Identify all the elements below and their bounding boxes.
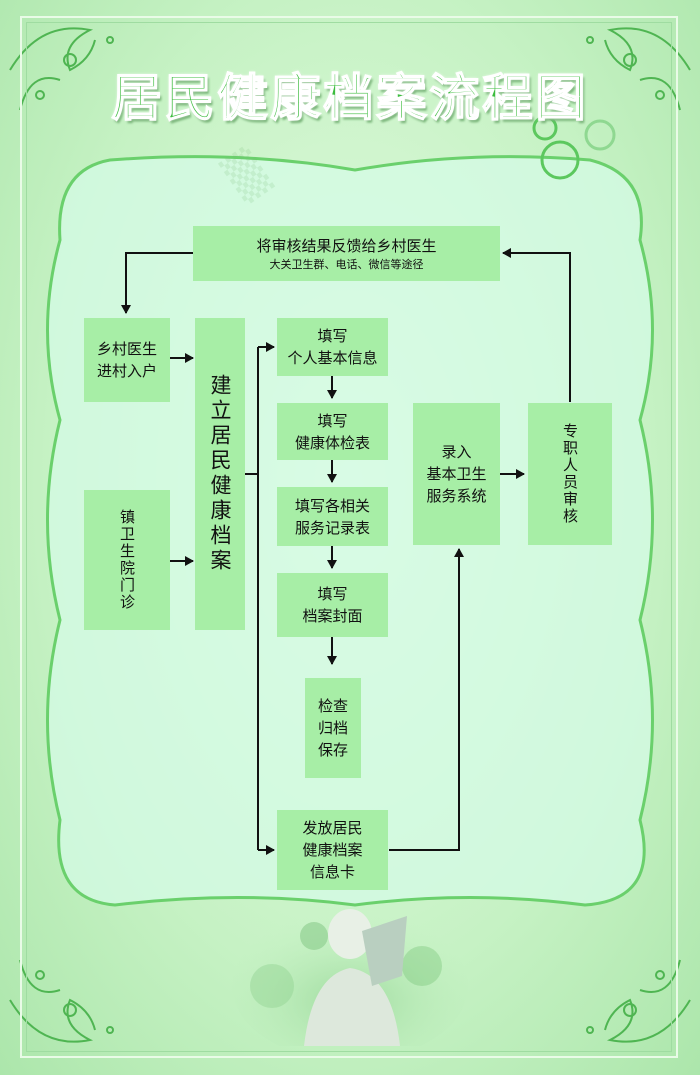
fill-health-exam-label: 填写 健康体检表 <box>294 411 370 452</box>
box-village-doctor: 乡村医生 进村入户 <box>84 318 170 402</box>
arrow-card-to-system <box>389 548 464 851</box>
fill-service-records-label: 填写各相关 服务记录表 <box>294 496 370 537</box>
corner-flourish-bottom-left <box>9 959 114 1043</box>
box-build-record: 建立居民健康档案 <box>195 318 245 630</box>
inner-frame <box>26 22 672 1052</box>
issue-card-label: 发放居民 健康档案 信息卡 <box>302 819 363 881</box>
box-town-clinic: 镇卫生院门诊 <box>84 490 170 630</box>
enter-system-label: 录入 基本卫生 服务系统 <box>426 443 487 505</box>
box-fill-cover: 填写 档案封面 <box>277 573 388 637</box>
corner-flourish-top-left <box>9 27 114 111</box>
outer-frame <box>20 16 678 1058</box>
deco-ring <box>532 115 558 141</box>
arrow-review-to-feedback <box>502 248 571 402</box>
box-review: 专职人员审核 <box>528 403 612 545</box>
box-feedback: 将审核结果反馈给乡村医生 大关卫生群、电话、微信等途径 <box>193 226 500 281</box>
village-doctor-label: 乡村医生 进村入户 <box>96 340 157 380</box>
archive-label: 检查 归档 保存 <box>317 697 348 759</box>
box-fill-basic-info: 填写 个人基本信息 <box>277 318 388 376</box>
review-label: 专职人员审核 <box>561 423 579 525</box>
deco-ring <box>584 119 616 151</box>
fill-cover-label: 填写 档案封面 <box>302 585 363 625</box>
box-fill-service-records: 填写各相关 服务记录表 <box>277 487 388 546</box>
decorative-photo <box>232 909 468 1046</box>
build-record-label: 建立居民健康档案 <box>208 374 232 574</box>
corner-flourish-bottom-right <box>586 959 691 1043</box>
arrow-feedback-to-village <box>121 252 193 314</box>
town-clinic-label: 镇卫生院门诊 <box>118 509 136 611</box>
feedback-subtitle: 大关卫生群、电话、微信等途径 <box>269 257 424 271</box>
feedback-title: 将审核结果反馈给乡村医生 <box>256 236 437 255</box>
fill-basic-info-label: 填写 个人基本信息 <box>287 327 378 367</box>
page-title: 居民健康档案流程图 <box>111 68 589 128</box>
box-enter-system: 录入 基本卫生 服务系统 <box>413 403 500 545</box>
deco-ring <box>540 140 580 180</box>
box-archive: 检查 归档 保存 <box>305 678 361 778</box>
box-fill-health-exam: 填写 健康体检表 <box>277 403 388 460</box>
box-issue-card: 发放居民 健康档案 信息卡 <box>277 810 388 890</box>
